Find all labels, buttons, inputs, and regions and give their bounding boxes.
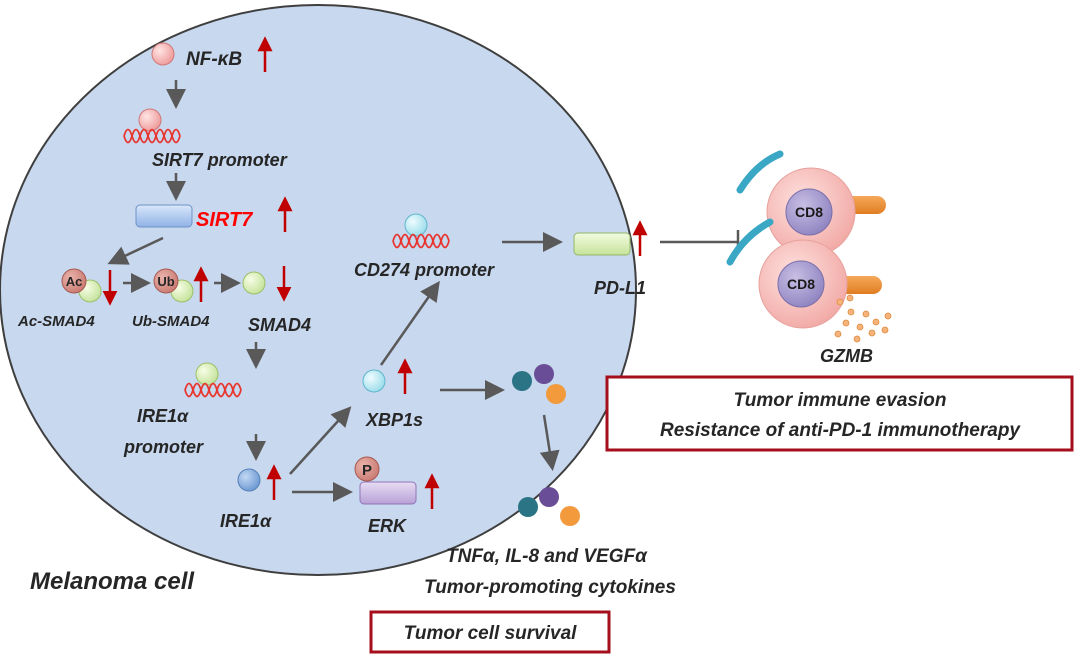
pdl1-protein-icon	[573, 232, 631, 256]
smad4-protein-icon	[242, 271, 266, 295]
xbp1s-protein-icon	[362, 369, 386, 393]
cytokine-cluster-top	[512, 364, 566, 404]
immune-evasion-line1: Tumor immune evasion	[734, 390, 947, 411]
ub-label: Ub	[157, 274, 174, 289]
cytokine-release-arrow	[539, 414, 560, 471]
nfkb-label: NF-κB	[186, 49, 242, 70]
xbp1s-to-cd274-promoter-arrow	[379, 280, 440, 366]
smad4-label: SMAD4	[248, 315, 311, 335]
ire1a-protein-icon	[237, 468, 261, 492]
ire1a-to-xbp1s-arrow	[289, 406, 352, 475]
cytokine-cluster-bottom	[518, 487, 580, 526]
smad4-bound-icon	[195, 362, 219, 386]
cd8-top-label: CD8	[795, 204, 823, 220]
cytokines-label-line1: TNFα, IL-8 and VEGFα	[446, 546, 648, 567]
ubiquitin-icon	[153, 268, 179, 294]
gzmb-label: GZMB	[820, 346, 873, 366]
immune-evasion-line2: Resistance of anti-PD-1 immunotherapy	[660, 420, 1021, 441]
p-label: P	[362, 462, 372, 479]
phosphate-icon	[354, 456, 380, 482]
erk-protein-icon	[359, 481, 417, 505]
gzmb-granules	[834, 294, 892, 343]
cd274-promoter-label: CD274 promoter	[354, 260, 495, 280]
ub-smad4-label: Ub-SMAD4	[132, 313, 210, 330]
xbp1s-bound-icon	[404, 213, 428, 237]
acetyl-group-icon	[61, 268, 87, 294]
ire1a-promoter-dna-icon	[184, 382, 242, 398]
xbp1s-label: XBP1s	[365, 410, 423, 430]
melanoma-cell-body	[0, 4, 637, 576]
ire1a-promoter-label-line1: IRE1α	[137, 406, 189, 426]
erk-label: ERK	[368, 516, 408, 536]
sirt7-protein-icon	[135, 204, 193, 228]
sirt7-to-ac-smad4-arrow	[107, 236, 164, 265]
melanoma-cell-label: Melanoma cell	[30, 568, 195, 595]
tumor-survival-label: Tumor cell survival	[404, 623, 578, 644]
sirt7-promoter-dna-icon	[123, 128, 181, 144]
immune-evasion-box	[605, 375, 1074, 452]
cd8-bottom-label: CD8	[787, 276, 815, 292]
cd8-t-cell-top	[736, 150, 886, 257]
cytokines-label-line2: Tumor-promoting cytokines	[424, 577, 676, 598]
ac-smad4-label: Ac-SMAD4	[17, 313, 95, 330]
nfkb-protein-icon	[151, 42, 175, 66]
nfkb-bound-icon	[138, 108, 162, 132]
ire1a-promoter-label-line2: promoter	[123, 437, 204, 457]
cd274-promoter-dna-icon	[392, 233, 450, 249]
ac-label: Ac	[66, 274, 83, 289]
inhibition-arrow	[660, 230, 740, 254]
sirt7-label: SIRT7	[196, 209, 253, 231]
pdl1-label: PD-L1	[594, 278, 646, 298]
sirt7-promoter-label: SIRT7 promoter	[152, 150, 288, 170]
ire1a-label: IRE1α	[220, 511, 272, 531]
cd8-t-cell-bottom	[726, 218, 882, 329]
tumor-survival-box	[369, 610, 611, 654]
